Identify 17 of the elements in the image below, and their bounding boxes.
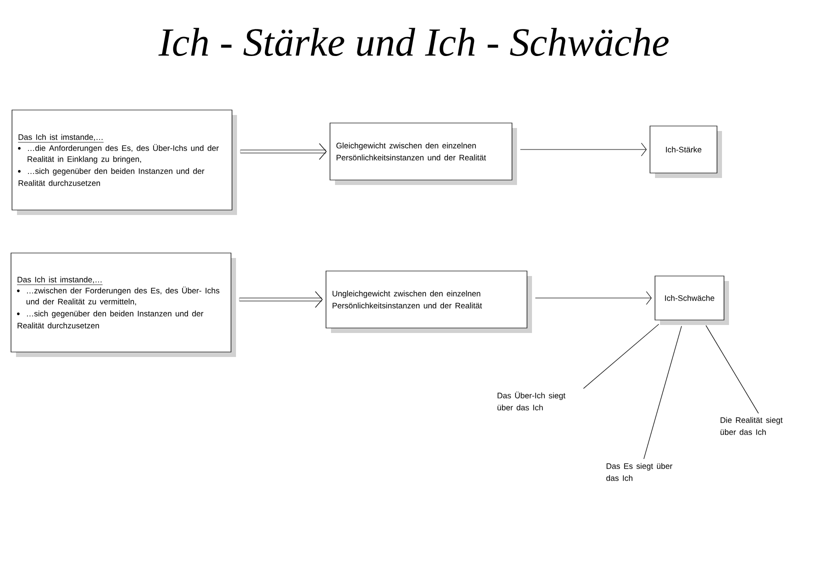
text-box: Ich-Schwäche — [654, 276, 729, 325]
text-box: Ungleichgewicht zwischen den einzelnen Persönlichkeitsinstanzen und der Realität — [326, 270, 532, 333]
outcome-text: Die Realität siegt über das Ich — [720, 417, 783, 435]
outcome-text: Das Es siegt über das Ich — [606, 463, 672, 481]
title: Ich - Stärke und Ich - Schwäche — [158, 28, 669, 56]
text-box: Das Ich ist imstande,… …die Anforderungen des Es, des Über-Ichs und der Realität in Einklang zu bringen, …sich gegenüber den beiden Instanzen und der Realität durchzusetzen — [12, 110, 237, 215]
arrow — [535, 291, 652, 305]
connector-line — [644, 326, 682, 460]
connector-line — [583, 324, 660, 389]
connector-line — [706, 325, 759, 414]
text-box: Ich-Stärke — [650, 126, 722, 178]
double-arrow — [240, 143, 327, 160]
text-box: Das Ich ist imstande,… …zwischen der Forderungen des Es, des Über- Ichs und der Realität zu vermitteln, …sich gegenüber den beiden Instanzen und der Realität durchzusetzen — [10, 252, 236, 357]
arrow — [520, 142, 647, 156]
text-box: Gleichgewicht zwischen den einzelnen Persönlichkeitsinstanzen und der Realität — [330, 122, 517, 185]
outcome-text: Das Über-Ich siegt über das Ich — [498, 392, 566, 410]
double-arrow — [239, 291, 323, 308]
